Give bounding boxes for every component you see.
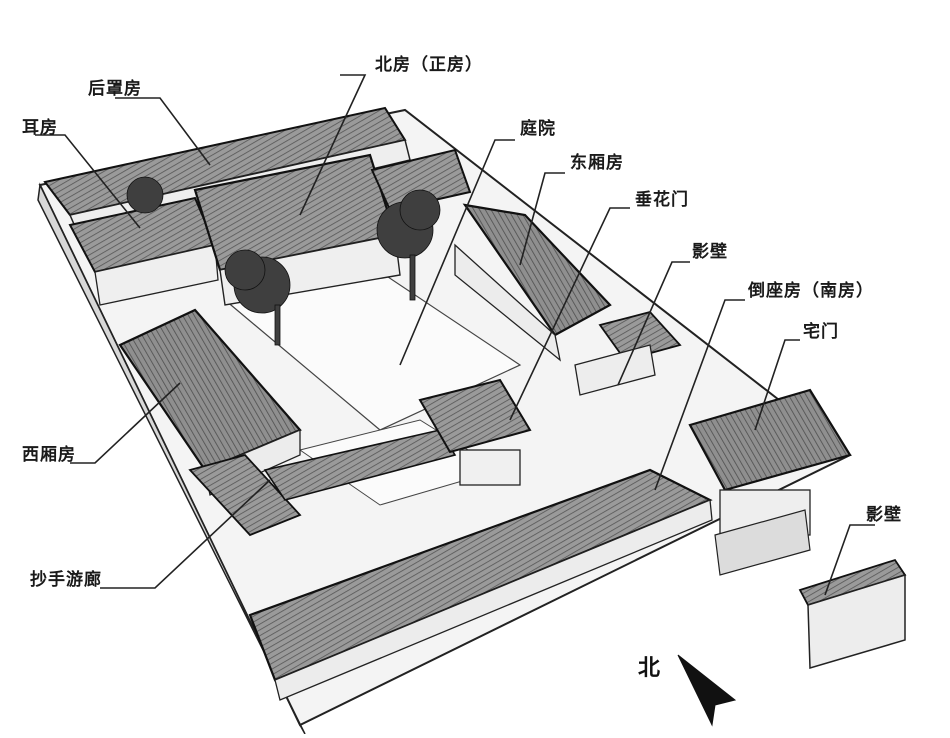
- leader-zhai-men: [754, 339, 800, 431]
- leader-xi-xiang-fang: [70, 382, 181, 464]
- label-ying-bi-inner: 影壁: [692, 242, 728, 262]
- er-fang-wall: [94, 244, 219, 306]
- dong-xiang-fang-wall: [454, 243, 561, 362]
- er-fang-right-roof: [370, 148, 472, 212]
- leader-er-fang: [35, 134, 141, 229]
- label-dong-xiang-fang: 东厢房: [570, 153, 624, 173]
- ying-bi-outer-body: [807, 573, 906, 669]
- compass-north-label: 北: [638, 656, 661, 681]
- leader-bei-fang: [299, 74, 367, 216]
- label-bei-fang: 北房（正房）: [375, 55, 483, 75]
- ying-bi-inner-screen: [574, 344, 656, 396]
- label-er-fang: 耳房: [22, 118, 58, 138]
- chui-hua-men-gate: [459, 449, 521, 486]
- label-xi-xiang-fang: 西厢房: [22, 445, 76, 465]
- zhai-men-steps: [714, 509, 811, 576]
- leader-chui-hua-men: [509, 207, 630, 421]
- leader-hou-zhao-fang: [115, 97, 211, 166]
- dao-zuo-fang-wall: [274, 499, 713, 701]
- label-ying-bi-outer: 影壁: [866, 505, 902, 525]
- dong-xiang-fang-roof: [462, 203, 612, 337]
- leader-chao-shou-you-lang: [100, 479, 271, 589]
- tree-icon: [399, 189, 441, 231]
- leader-ying-bi-outer: [824, 524, 875, 596]
- leader-ying-bi-inner: [617, 261, 690, 386]
- tree-trunk: [274, 304, 281, 346]
- leader-ting-yuan: [399, 139, 515, 366]
- label-chao-shou-you-lang: 抄手游廊: [30, 570, 102, 590]
- label-zhai-men: 宅门: [803, 322, 839, 342]
- tree-trunk: [409, 254, 416, 301]
- leader-lines: [35, 74, 875, 596]
- label-hou-zhao-fang: 后罩房: [88, 79, 142, 99]
- corridor-front-roof: [263, 429, 457, 501]
- label-chui-hua-men: 垂花门: [635, 190, 689, 210]
- leader-dong-xiang-fang: [519, 172, 565, 266]
- chui-hua-men-roof: [418, 378, 532, 454]
- tree-icon: [126, 176, 164, 214]
- label-dao-zuo-fang: 倒座房（南房）: [748, 281, 874, 301]
- north-arrow-icon: [677, 654, 737, 727]
- label-ting-yuan: 庭院: [520, 119, 556, 139]
- zhai-men-roof: [688, 388, 852, 492]
- leader-dao-zuo-fang: [654, 299, 745, 491]
- trees: [126, 176, 441, 346]
- tree-icon: [224, 249, 266, 291]
- chao-shou-you-lang-roof: [188, 453, 302, 537]
